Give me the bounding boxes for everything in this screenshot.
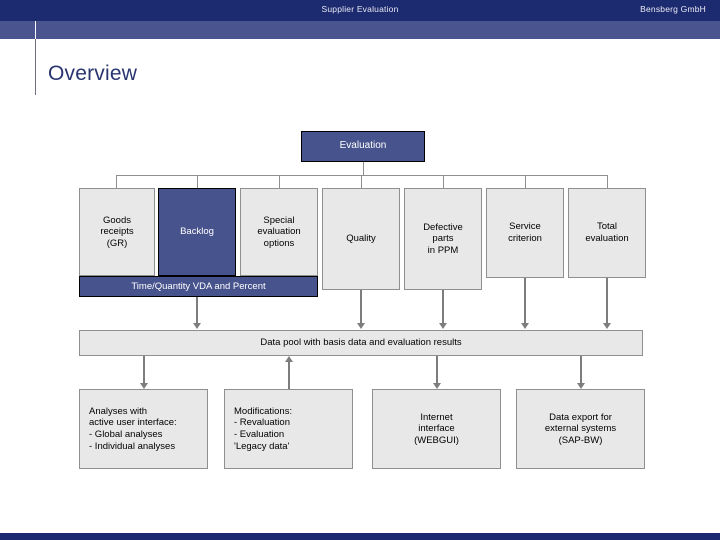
arrow-line-datapool-to-export: [580, 356, 582, 384]
page-title: Overview: [48, 62, 138, 85]
arrow-line-modifications-to-datapool: [288, 362, 290, 390]
node-quality-label: Quality: [346, 233, 376, 245]
arrow-line-subbar-to-datapool: [196, 297, 198, 324]
header-bar: [0, 0, 720, 21]
node-data-pool-label: Data pool with basis data and evaluation…: [260, 337, 462, 349]
arrow-line-datapool-to-analyses: [143, 356, 145, 384]
node-goods-receipts[interactable]: Goods receipts (GR): [79, 188, 155, 276]
node-time-quantity-vda-label: Time/Quantity VDA and Percent: [131, 280, 266, 292]
header-band-notch: [35, 21, 36, 39]
node-time-quantity-vda[interactable]: Time/Quantity VDA and Percent: [79, 276, 318, 297]
node-internet-interface[interactable]: Internet interface (WEBGUI): [372, 389, 501, 469]
header-title: Supplier Evaluation: [321, 4, 399, 14]
node-modifications[interactable]: Modifications: - Revaluation - Evaluatio…: [224, 389, 353, 469]
arrow-line-datapool-to-internet: [436, 356, 438, 384]
arrow-head-service-to-datapool: [521, 323, 529, 329]
connector-drop-6: [525, 175, 526, 188]
node-analyses[interactable]: Analyses with active user interface: - G…: [79, 389, 208, 469]
connector-drop-4: [361, 175, 362, 188]
node-evaluation[interactable]: Evaluation: [301, 131, 425, 162]
node-internet-interface-label: Internet interface (WEBGUI): [414, 411, 459, 446]
arrow-head-datapool-to-internet: [433, 383, 441, 389]
node-evaluation-label: Evaluation: [339, 140, 387, 152]
arrow-head-defective-to-datapool: [439, 323, 447, 329]
node-backlog-label: Backlog: [180, 226, 214, 238]
arrow-head-quality-to-datapool: [357, 323, 365, 329]
node-defective-parts[interactable]: Defective parts in PPM: [404, 188, 482, 290]
connector-drop-3: [279, 175, 280, 188]
node-backlog[interactable]: Backlog: [158, 188, 236, 276]
arrow-line-service-to-datapool: [524, 278, 526, 324]
node-total-evaluation-label: Total evaluation: [585, 221, 629, 244]
arrow-head-datapool-to-export: [577, 383, 585, 389]
node-defective-parts-label: Defective parts in PPM: [423, 221, 463, 256]
node-special-evaluation-options[interactable]: Special evaluation options: [240, 188, 318, 276]
arrow-head-datapool-to-analyses: [140, 383, 148, 389]
node-service-criterion[interactable]: Service criterion: [486, 188, 564, 278]
arrow-line-quality-to-datapool: [360, 290, 362, 324]
node-data-pool[interactable]: Data pool with basis data and evaluation…: [79, 330, 643, 356]
header-company: Bensberg GmbH: [640, 4, 706, 14]
node-service-criterion-label: Service criterion: [508, 221, 542, 244]
arrow-head-subbar-to-datapool: [193, 323, 201, 329]
connector-drop-5: [443, 175, 444, 188]
connector-drop-1: [116, 175, 117, 188]
title-left-rule: [35, 39, 36, 95]
node-total-evaluation[interactable]: Total evaluation: [568, 188, 646, 278]
arrow-line-total-to-datapool: [606, 278, 608, 324]
node-goods-receipts-label: Goods receipts (GR): [100, 214, 134, 249]
connector-drop-2: [197, 175, 198, 188]
arrow-line-defective-to-datapool: [442, 290, 444, 324]
node-modifications-label: Modifications: - Revaluation - Evaluatio…: [234, 405, 293, 452]
node-analyses-label: Analyses with active user interface: - G…: [89, 405, 177, 452]
node-quality[interactable]: Quality: [322, 188, 400, 290]
arrow-head-modifications-to-datapool: [285, 356, 293, 362]
arrow-head-total-to-datapool: [603, 323, 611, 329]
header-band: [0, 21, 720, 39]
connector-root-stem: [363, 162, 364, 175]
connector-drop-7: [607, 175, 608, 188]
node-data-export[interactable]: Data export for external systems (SAP-BW…: [516, 389, 645, 469]
node-special-evaluation-options-label: Special evaluation options: [257, 214, 301, 249]
footer-bar: [0, 533, 720, 540]
node-data-export-label: Data export for external systems (SAP-BW…: [544, 411, 617, 446]
